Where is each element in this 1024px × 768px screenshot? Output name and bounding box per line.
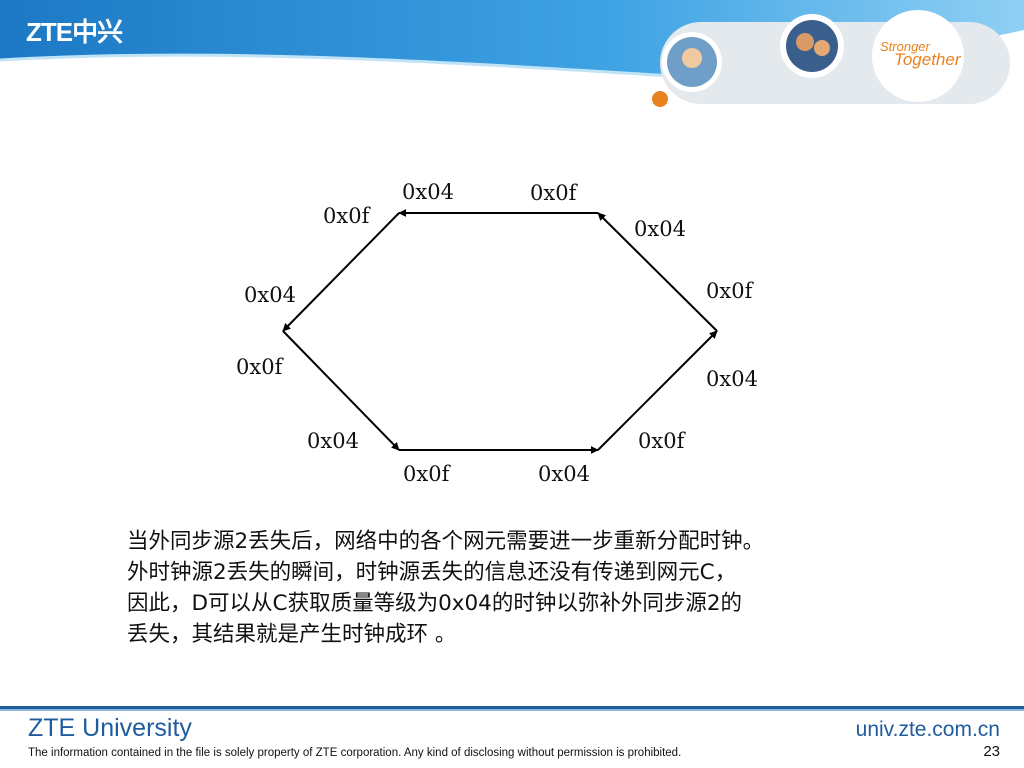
arrow-upper-right (597, 212, 718, 332)
text-line: 当外同步源2丢失后，网络中的各个网元需要进一步重新分配时钟。 (127, 529, 765, 554)
label-upper-right-bottom: 0x0f (706, 279, 755, 303)
slogan-line1: Stronger (880, 39, 930, 54)
footer-url[interactable]: univ.zte.com.cn (855, 718, 1000, 741)
label-upper-right-top: 0x04 (634, 217, 686, 241)
slogan-line2: Together (894, 50, 961, 69)
text-line: 丢失，其结果就是产生时钟成环 。 (127, 622, 457, 647)
arrow-lower-left (282, 330, 400, 451)
label-lower-left-top: 0x0f (236, 355, 285, 379)
label-upper-left-bottom: 0x04 (244, 283, 296, 307)
zte-logo: ZTE中兴 (26, 17, 123, 47)
label-upper-left-top: 0x0f (323, 204, 372, 228)
arrow-lower-right (597, 330, 718, 451)
label-lower-right-bottom: 0x0f (638, 429, 687, 453)
text-line: 因此，D可以从C获取质量等级为0x04的时钟以弥补外同步源2的 (127, 591, 743, 616)
slogan: Stronger Together (880, 39, 961, 69)
label-lower-right-top: 0x04 (706, 367, 758, 391)
accent-dot (652, 91, 668, 107)
arrow-upper-left (282, 212, 400, 332)
label-bottom-left: 0x0f (403, 462, 452, 486)
explanation-text: 当外同步源2丢失后，网络中的各个网元需要进一步重新分配时钟。 外时钟源2丢失的瞬… (127, 526, 987, 650)
label-top-right: 0x0f (530, 181, 579, 205)
text-line: 外时钟源2丢失的瞬间，时钟源丢失的信息还没有传递到网元C， (127, 560, 737, 585)
clock-ring-diagram: 0x04 0x0f 0x0f 0x04 0x04 0x0f 0x0f 0x04 … (236, 180, 758, 486)
label-top-left: 0x04 (402, 180, 454, 204)
slide-header: ZTE中兴 Stronger Together (0, 0, 1024, 110)
label-bottom-right: 0x04 (538, 462, 590, 486)
slogan-circle (872, 10, 964, 102)
footer-notice: The information contained in the file is… (28, 747, 682, 759)
page-number: 23 (983, 743, 1000, 760)
footer-rule (0, 706, 1024, 711)
footer-brand: ZTE University (28, 714, 192, 742)
label-lower-left-bottom: 0x04 (307, 429, 359, 453)
header-banner (0, 0, 1024, 107)
